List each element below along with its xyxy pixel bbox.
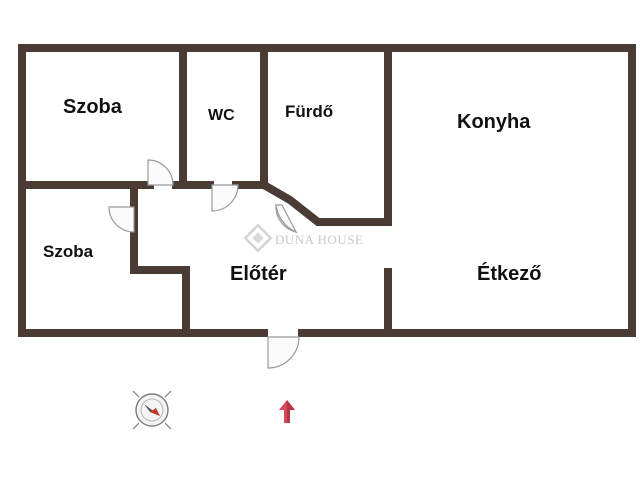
room-label-wc: WC (208, 107, 235, 124)
duna-house-logo-icon (243, 223, 273, 253)
door-szoba1 (147, 159, 174, 186)
room-label-eloter: Előtér (230, 263, 287, 285)
watermark-text: DUNA HOUSE (275, 232, 363, 247)
outer-walls (18, 44, 636, 337)
room-label-etkezo: Étkező (477, 262, 541, 285)
interior-walls (18, 44, 392, 337)
room-label-furdo: Fürdő (285, 102, 333, 121)
north-arrow-icon (279, 400, 295, 423)
door-furdo (275, 203, 298, 234)
room-label-konyha: Konyha (457, 111, 531, 133)
door-wc (211, 184, 239, 212)
room-label-szoba-top: Szoba (63, 96, 123, 118)
door-szoba2 (108, 206, 135, 233)
door-entrance (267, 336, 300, 369)
room-label-szoba-bottom: Szoba (43, 242, 94, 261)
compass-icon (132, 390, 172, 430)
